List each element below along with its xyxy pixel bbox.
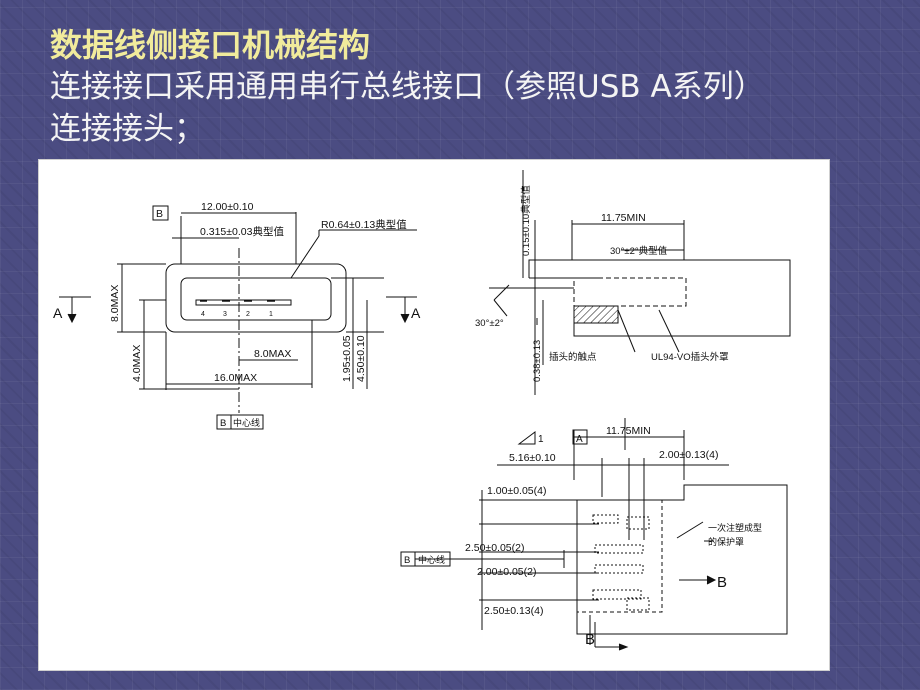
- front-width-label: 12.00±0.10: [201, 201, 254, 213]
- bottom-spacing-2-label: 2.00±0.05(2): [477, 566, 536, 578]
- plug-body-outline: [528, 259, 791, 337]
- drawing-canvas: B 12.00±0.10 0.315±0.03典型值 R0.64±0.13典型值…: [53, 170, 791, 651]
- centerline-label: 中心线: [233, 417, 260, 428]
- centerline-tag: B: [220, 418, 226, 429]
- pin-label-4: 4: [201, 311, 205, 318]
- body-text-line-1: 连接接口采用通用串行总线接口（参照USB A系列）: [50, 69, 765, 105]
- centerline-label-2: 中心线: [418, 554, 445, 565]
- slide-title: 数据线侧接口机械结构: [50, 26, 371, 64]
- section-contact-height-label: 0.38±0.13: [532, 340, 543, 382]
- datum-b-box: [152, 205, 169, 221]
- front-radius-label: R0.64±0.13典型值: [321, 218, 407, 231]
- section-shell-label: UL94-VO插头外罩: [651, 351, 729, 363]
- front-offset-label: 0.315±0.03典型值: [200, 225, 284, 238]
- section-mark-right: A: [411, 305, 421, 321]
- front-outer-width-label: 16.0MAX: [214, 372, 257, 384]
- section-mark-b-right: B: [717, 574, 727, 591]
- section-contact-label: 插头的触点: [549, 351, 597, 363]
- section-mark-left: A: [53, 305, 63, 321]
- datum-b-label: B: [156, 208, 163, 220]
- section-chamfer-label: 30°±2°: [475, 318, 504, 329]
- bottom-length-label: 11.75MIN: [606, 425, 651, 437]
- datum-a-label: A: [576, 434, 583, 445]
- front-lower-height-label: 4.0MAX: [131, 345, 143, 382]
- section-thickness-label: 0.15±0.10典型值: [520, 185, 532, 256]
- flatness-tag: 1: [538, 434, 544, 445]
- bottom-spacing-1-label: 2.50±0.05(2): [465, 542, 524, 554]
- section-mark-b-bottom: B: [585, 631, 595, 648]
- bottom-contact-width-label: 2.00±0.13(4): [659, 449, 718, 461]
- section-length-label: 11.75MIN: [601, 212, 646, 224]
- contact-carrier: [195, 299, 292, 306]
- centerline-tag-2: B: [404, 555, 410, 566]
- body-text-line-2: 连接接头；: [50, 111, 205, 147]
- pin-label-1: 1: [269, 311, 273, 318]
- front-dim-2-label: 4.50±0.10: [355, 335, 367, 382]
- centerline-label-box: [230, 414, 264, 430]
- plug-shell-outline: [576, 499, 663, 613]
- pin-label-2: 2: [246, 311, 250, 318]
- centerline-label-box-2: [414, 551, 451, 567]
- overmold-outline: [576, 484, 788, 635]
- bottom-pitch-label: 1.00±0.05(4): [487, 485, 546, 497]
- mechanical-drawing: B 12.00±0.10 0.315±0.03典型值 R0.64±0.13典型值…: [38, 159, 830, 671]
- overmold-label-line-1: 一次注塑成型: [708, 522, 762, 533]
- plug-cavity-outline: [573, 277, 687, 307]
- front-dim-1-label: 1.95±0.05: [341, 335, 353, 382]
- section-view: [489, 170, 791, 395]
- section-chamfer-typical-label: 30°±2°典型值: [610, 245, 668, 257]
- front-view: [59, 205, 417, 430]
- connector-inner-outline: [180, 277, 332, 321]
- datum-a-box: [572, 429, 588, 445]
- front-inner-width-label: 8.0MAX: [254, 348, 291, 360]
- overmold-label-line-2: 的保护罩: [708, 536, 744, 547]
- bottom-spacing-3-label: 2.50±0.13(4): [484, 605, 543, 617]
- plug-contact-hatched: [573, 305, 619, 324]
- flatness-symbol: [517, 431, 536, 445]
- pin-label-3: 3: [223, 311, 227, 318]
- front-height-label: 8.0MAX: [109, 285, 121, 322]
- connector-shell-outline: [165, 263, 347, 333]
- bottom-width-label: 5.16±0.10: [509, 452, 556, 464]
- bottom-view: [400, 418, 788, 651]
